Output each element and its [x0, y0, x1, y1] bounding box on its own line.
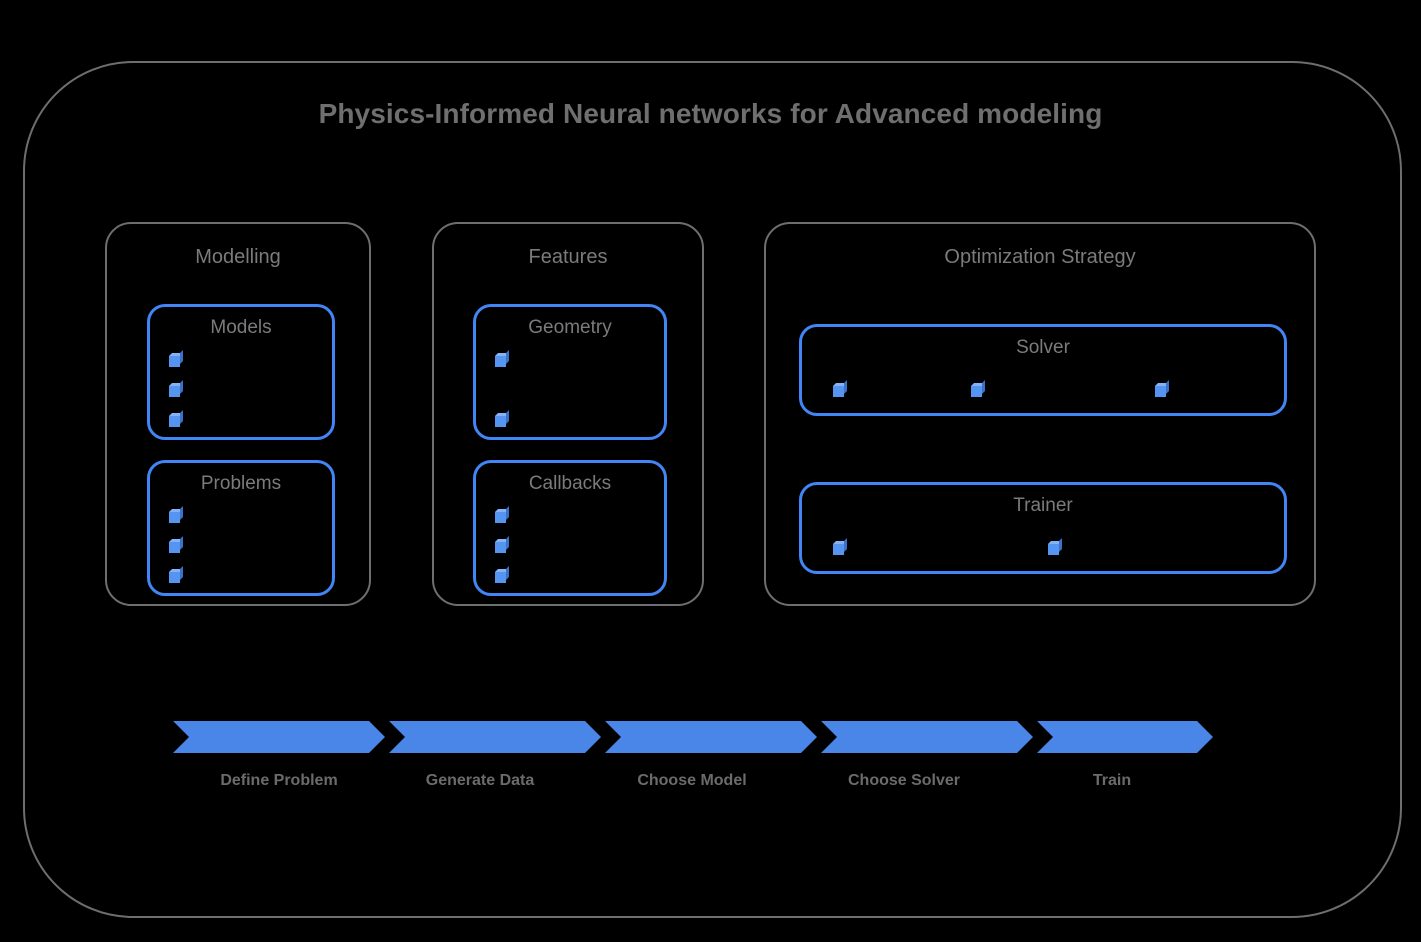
pipeline-flow	[173, 721, 1213, 753]
pipeline-label-choose-model: Choose Model	[637, 772, 747, 789]
pipeline-step-choose-model[interactable]	[605, 721, 817, 753]
group-title-features: Features	[528, 246, 608, 268]
cube-icon	[169, 380, 183, 397]
cube-icon	[833, 538, 847, 555]
blue-box-title-solver: Solver	[1016, 337, 1070, 358]
cube-icon	[495, 506, 509, 523]
blue-box-trainer[interactable]: Trainer	[799, 482, 1287, 574]
cube-icon	[495, 536, 509, 553]
group-panel-features[interactable]: Features Geometry Callbacks	[432, 222, 704, 606]
outer-frame	[23, 61, 1402, 918]
cube-icon	[169, 506, 183, 523]
blue-box-title-models: Models	[210, 317, 272, 338]
cube-icon	[833, 380, 847, 397]
group-panel-modelling[interactable]: Modelling Models Problems	[105, 222, 371, 606]
blue-box-title-geometry: Geometry	[528, 317, 612, 338]
cube-icon	[169, 410, 183, 427]
blue-box-callbacks[interactable]: Callbacks	[473, 460, 667, 596]
pipeline-label-choose-solver: Choose Solver	[847, 772, 961, 789]
blue-box-title-problems: Problems	[200, 473, 282, 494]
blue-box-problems[interactable]: Problems	[147, 460, 335, 596]
cube-icon	[971, 380, 985, 397]
cube-icon	[1048, 538, 1062, 555]
blue-box-models[interactable]: Models	[147, 304, 335, 440]
blue-box-title-callbacks: Callbacks	[528, 473, 612, 494]
cube-icon	[495, 566, 509, 583]
cube-icon	[169, 536, 183, 553]
cube-icon	[495, 350, 509, 367]
cube-icon	[169, 350, 183, 367]
pipeline-step-train[interactable]	[1037, 721, 1213, 753]
blue-box-geometry[interactable]: Geometry	[473, 304, 667, 440]
pipeline-step-choose-solver[interactable]	[821, 721, 1033, 753]
group-panel-optimization-strategy[interactable]: Optimization Strategy Solver Trainer	[764, 222, 1316, 606]
group-title-modelling: Modelling	[195, 246, 281, 268]
group-title-optimization-strategy: Optimization Strategy	[944, 246, 1136, 268]
cube-icon	[169, 566, 183, 583]
pipeline-step-define-problem[interactable]	[173, 721, 385, 753]
pipeline-label-define-problem: Define Problem	[220, 772, 338, 789]
page-title: Physics-Informed Neural networks for Adv…	[318, 98, 1103, 129]
pipeline-step-generate-data[interactable]	[389, 721, 601, 753]
pipeline-label-generate-data: Generate Data	[425, 772, 535, 789]
pipeline-label-train: Train	[1092, 772, 1132, 789]
blue-box-title-trainer: Trainer	[1013, 495, 1073, 516]
cube-icon	[495, 410, 509, 427]
blue-box-solver[interactable]: Solver	[799, 324, 1287, 416]
cube-icon	[1155, 380, 1169, 397]
